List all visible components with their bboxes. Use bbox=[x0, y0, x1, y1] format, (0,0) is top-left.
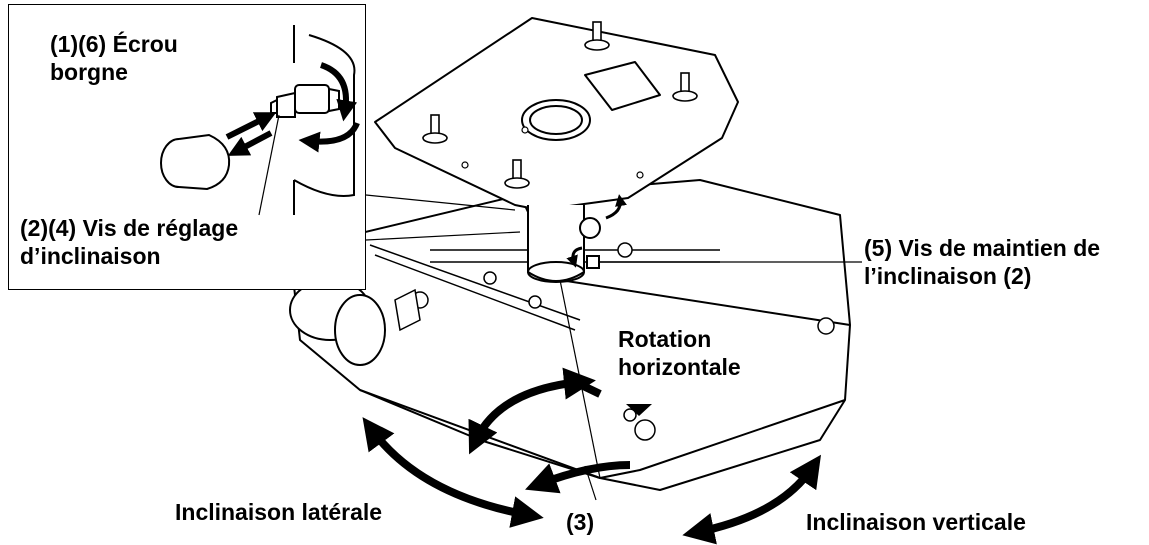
detail-inset bbox=[8, 4, 366, 290]
inset-cap-nut bbox=[160, 133, 231, 191]
inset-nut-arrows bbox=[225, 112, 277, 156]
step-3-label: (3) bbox=[566, 509, 595, 535]
cap-nut-label: (1)(6) Écrou borgne bbox=[50, 30, 178, 86]
column-arrows bbox=[566, 194, 627, 268]
vertical-tilt-arrow bbox=[682, 454, 822, 545]
horizontal-rotation-label-line2: horizontale bbox=[618, 354, 741, 380]
tilt-hold-screw-label: (5) Vis de maintien de l’inclinaison (2) bbox=[864, 234, 1100, 290]
tilt-hold-screw-label-line2: l’inclinaison (2) bbox=[864, 263, 1032, 289]
tilt-adjust-screw-label: (2)(4) Vis de réglage d’inclinaison bbox=[20, 214, 238, 270]
front-screw-arrows bbox=[626, 404, 652, 416]
plate-holes bbox=[461, 126, 644, 179]
cap-nut-label-line1: (1)(6) Écrou bbox=[50, 31, 178, 57]
tilt-hold-screw-label-line1: (5) Vis de maintien de bbox=[864, 235, 1101, 261]
step-3-arrow bbox=[525, 461, 631, 494]
vertical-tilt-label: Inclinaison verticale bbox=[806, 509, 1026, 535]
projector-lens bbox=[289, 279, 386, 366]
inset-column bbox=[293, 25, 356, 215]
detail-inset-drawing bbox=[160, 25, 360, 216]
tilt-adjust-screw-label-line1: (2)(4) Vis de réglage bbox=[20, 215, 239, 241]
inset-leader-line bbox=[258, 114, 280, 216]
horizontal-rotation-label: Rotation horizontale bbox=[618, 325, 741, 381]
projector-tab bbox=[394, 288, 421, 332]
lateral-tilt-arrow bbox=[362, 417, 544, 528]
leader-lines bbox=[365, 194, 862, 263]
plate-pins bbox=[422, 21, 698, 189]
lateral-tilt-label: Inclinaison latérale bbox=[175, 499, 383, 525]
inset-rotation-arrows bbox=[298, 62, 360, 153]
tilt-adjust-screw-label-line2: d’inclinaison bbox=[20, 243, 161, 269]
horizontal-rotation-label-line1: Rotation bbox=[618, 326, 712, 352]
cap-nut-label-line2: borgne bbox=[50, 59, 128, 85]
inset-adjust-screw bbox=[270, 84, 340, 118]
